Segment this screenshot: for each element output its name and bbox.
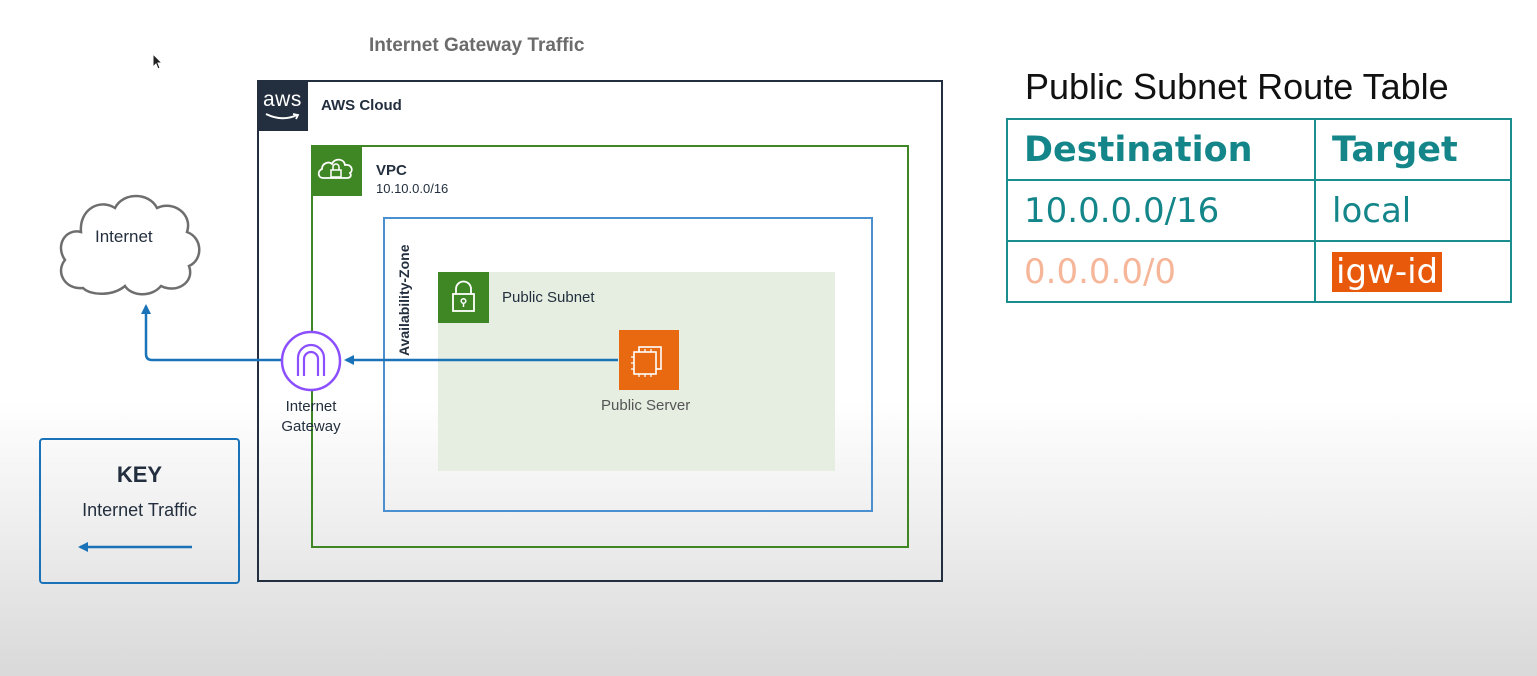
igw-label-line2: Gateway: [281, 418, 341, 435]
route-table-header-row: Destination Target: [1006, 118, 1512, 181]
key-subtitle: Internet Traffic: [82, 500, 197, 520]
route-destination: 0.0.0.0/0: [1006, 240, 1316, 303]
vpc-cloud-lock-icon: [311, 145, 362, 196]
route-table: Destination Target 10.0.0.0/16 local 0.0…: [1006, 118, 1512, 303]
key-title: KEY: [116, 462, 163, 487]
availability-zone-container: [383, 217, 873, 512]
ec2-server-icon: [619, 330, 679, 390]
internet-gateway-icon: [280, 330, 342, 392]
igw-label-line1: Internet: [285, 398, 337, 415]
vpc-cidr: 10.10.0.0/16: [376, 181, 449, 196]
route-table-title: Public Subnet Route Table: [1025, 66, 1449, 107]
igw-to-internet-arrow: [141, 304, 282, 362]
route-table-row: 10.0.0.0/16 local: [1006, 179, 1512, 242]
route-target: local: [1314, 179, 1512, 242]
public-server-label: Public Server: [601, 397, 691, 414]
mouse-cursor-icon: [152, 52, 164, 70]
public-subnet-label: Public Subnet: [502, 289, 595, 306]
subnet-lock-icon: [438, 272, 489, 323]
vpc-label: VPC: [376, 162, 407, 179]
internet-label: Internet: [95, 227, 153, 246]
aws-logo-text: aws: [263, 88, 302, 111]
header-destination: Destination: [1006, 118, 1316, 181]
aws-cloud-container: [257, 80, 943, 582]
aws-logo-icon: aws: [257, 80, 308, 131]
route-target: igw-id: [1314, 240, 1512, 303]
internet-gateway-label: Internet Gateway: [266, 397, 356, 437]
route-table-row: 0.0.0.0/0 igw-id: [1006, 240, 1512, 303]
internet-cloud-icon: [59, 194, 201, 296]
key-legend: [39, 438, 240, 584]
igw-id-highlight: igw-id: [1332, 251, 1443, 292]
diagram-title: Internet Gateway Traffic: [369, 35, 585, 56]
aws-cloud-label: AWS Cloud: [321, 97, 402, 114]
header-target: Target: [1314, 118, 1512, 181]
route-destination: 10.0.0.0/16: [1006, 179, 1316, 242]
